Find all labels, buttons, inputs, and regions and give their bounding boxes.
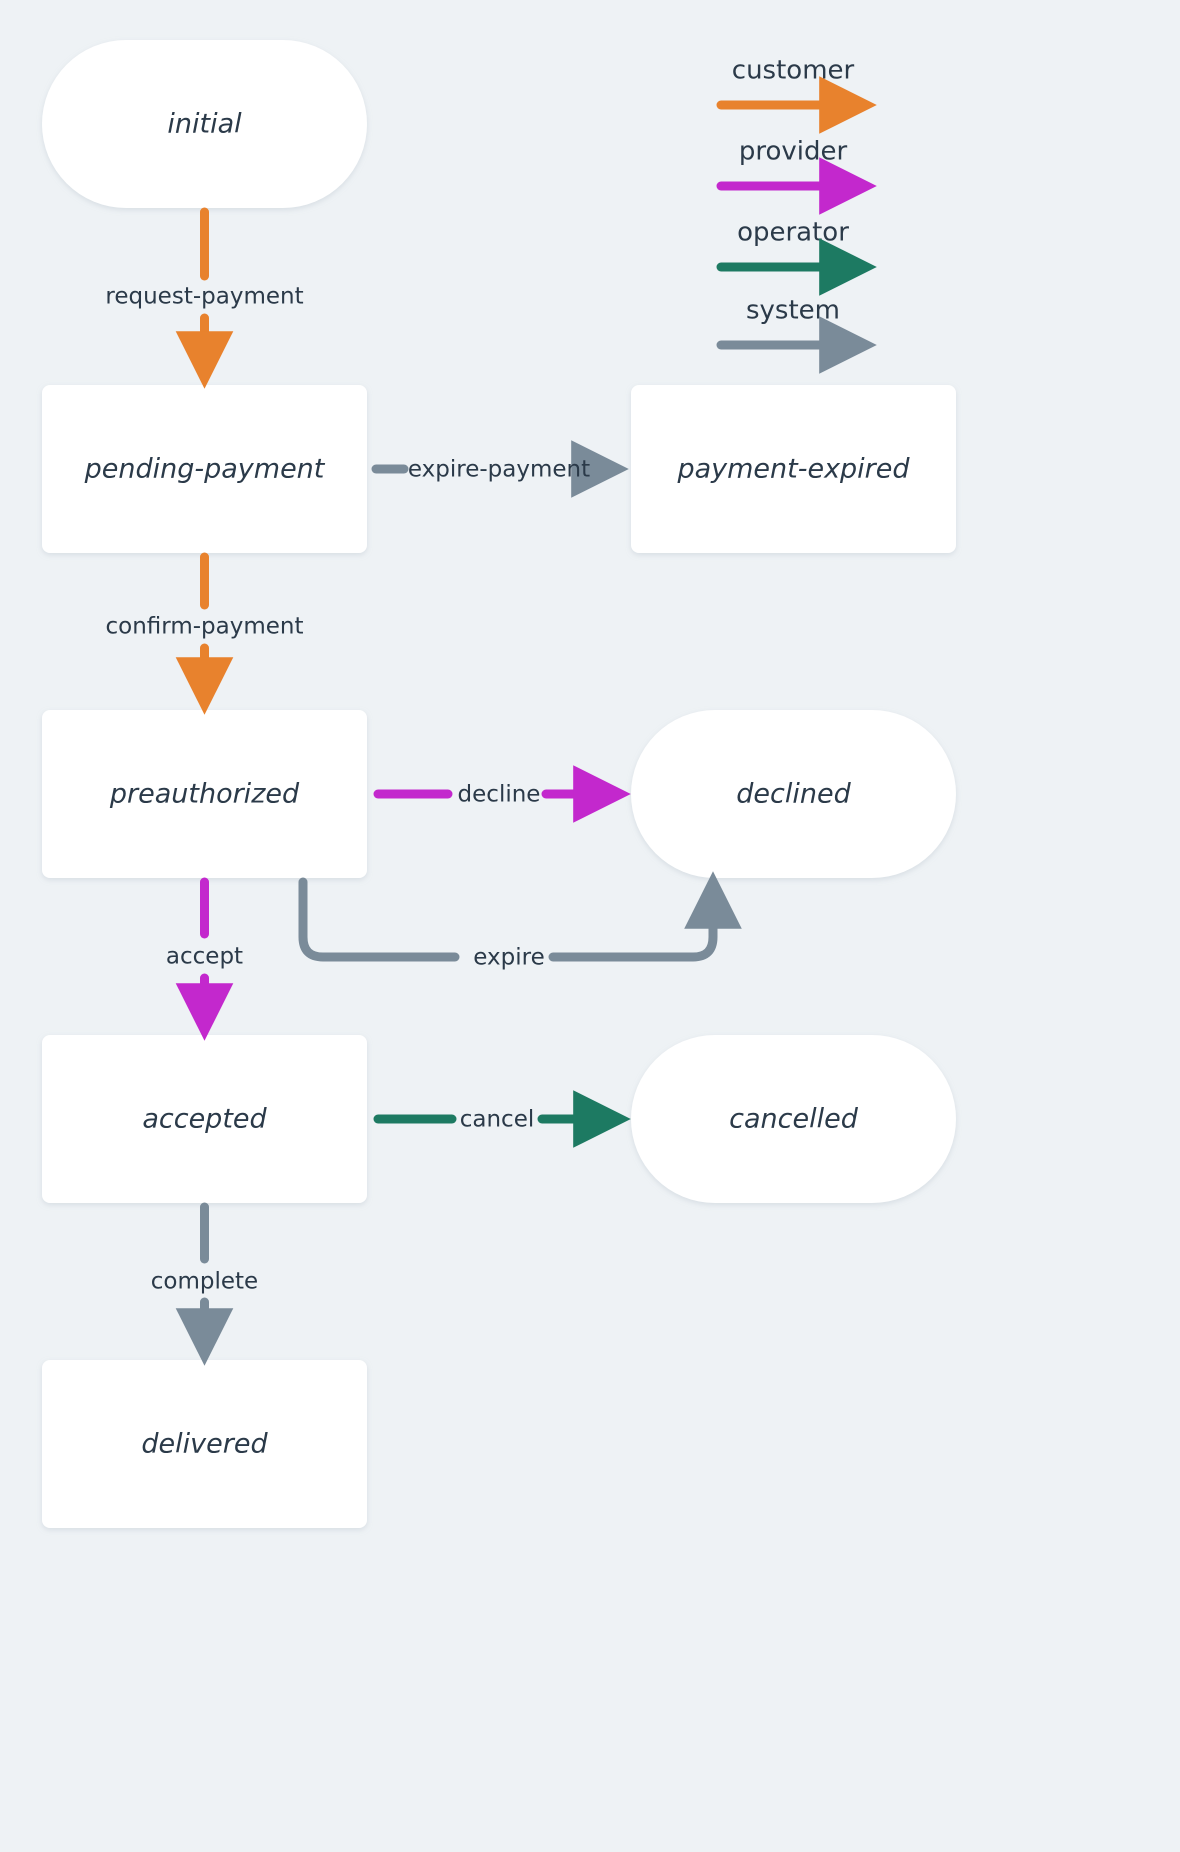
edge-confirm-payment[interactable]: confirm-payment bbox=[106, 552, 304, 715]
node-preauthorized-shape bbox=[42, 710, 367, 878]
node-preauthorized[interactable]: preauthorized bbox=[42, 710, 367, 878]
edge-expire-payment[interactable]: expire-payment bbox=[371, 440, 629, 498]
node-initial-shape bbox=[42, 40, 367, 208]
node-accepted-shape bbox=[42, 1035, 367, 1203]
node-accepted-label: accepted bbox=[142, 1104, 267, 1135]
node-cancelled[interactable]: cancelled bbox=[631, 1035, 956, 1203]
legend: customer provider operator system bbox=[716, 56, 877, 374]
edge-expire-line-right bbox=[548, 871, 742, 962]
edge-expire-label: expire bbox=[473, 945, 544, 971]
edge-complete[interactable]: complete bbox=[151, 1202, 258, 1366]
node-delivered-shape bbox=[42, 1360, 367, 1528]
node-pending-payment[interactable]: pending-payment bbox=[42, 385, 367, 553]
node-cancelled-shape bbox=[631, 1035, 956, 1203]
edge-expire[interactable]: expire bbox=[298, 871, 742, 971]
legend-item-system[interactable]: system bbox=[716, 296, 877, 374]
node-pending-payment-shape bbox=[42, 385, 367, 553]
legend-item-customer[interactable]: customer bbox=[716, 56, 877, 134]
node-declined[interactable]: declined bbox=[631, 710, 956, 878]
edge-accept[interactable]: accept bbox=[166, 877, 243, 1041]
edge-complete-label: complete bbox=[151, 1269, 258, 1295]
legend-item-customer-label: customer bbox=[732, 56, 855, 86]
node-delivered[interactable]: delivered bbox=[42, 1360, 367, 1528]
node-declined-shape bbox=[631, 710, 956, 878]
node-accepted[interactable]: accepted bbox=[42, 1035, 367, 1203]
edge-cancel[interactable]: cancel bbox=[373, 1090, 631, 1148]
edge-expire-payment-label: expire-payment bbox=[408, 457, 590, 483]
edge-accept-label: accept bbox=[166, 944, 243, 970]
legend-item-provider[interactable]: provider bbox=[716, 137, 877, 215]
node-declined-label: declined bbox=[736, 779, 851, 810]
node-initial[interactable]: initial bbox=[42, 40, 367, 208]
legend-item-operator[interactable]: operator bbox=[716, 218, 877, 296]
node-initial-label: initial bbox=[167, 109, 242, 140]
node-pending-payment-label: pending-payment bbox=[84, 454, 326, 485]
edge-request-payment[interactable]: request-payment bbox=[105, 207, 304, 389]
edge-cancel-label: cancel bbox=[460, 1107, 535, 1133]
legend-item-provider-label: provider bbox=[739, 137, 848, 167]
node-delivered-label: delivered bbox=[141, 1429, 268, 1460]
edge-confirm-payment-label: confirm-payment bbox=[106, 614, 304, 640]
edge-request-payment-label: request-payment bbox=[105, 284, 303, 310]
legend-item-operator-label: operator bbox=[737, 218, 849, 248]
node-preauthorized-label: preauthorized bbox=[109, 779, 300, 810]
legend-item-system-label: system bbox=[746, 296, 840, 326]
edge-decline[interactable]: decline bbox=[373, 765, 631, 823]
edge-decline-label: decline bbox=[458, 782, 541, 808]
node-cancelled-label: cancelled bbox=[729, 1104, 859, 1135]
node-payment-expired-shape bbox=[631, 385, 956, 553]
node-payment-expired[interactable]: payment-expired bbox=[631, 385, 956, 553]
edge-expire-line-left bbox=[298, 877, 460, 962]
node-payment-expired-label: payment-expired bbox=[676, 454, 910, 485]
